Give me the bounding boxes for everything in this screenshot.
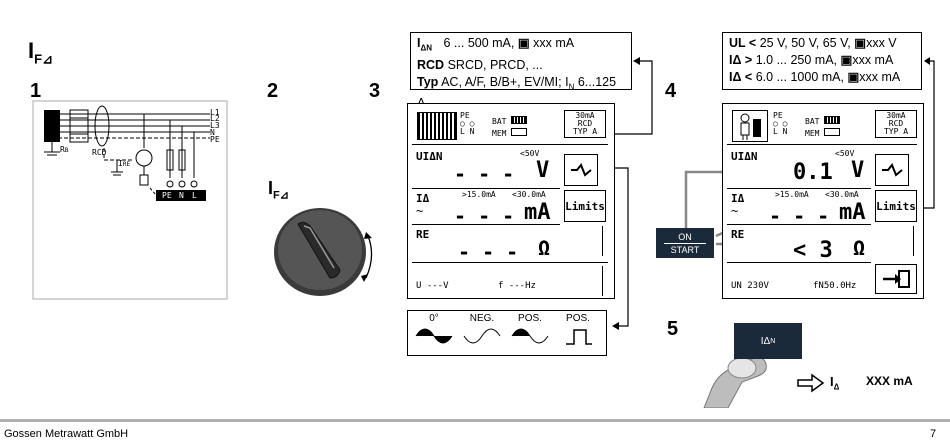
wave-option-pulse[interactable]: POS. xyxy=(556,313,600,353)
pulse-icon xyxy=(566,329,592,345)
bat-indicator-2: BAT xyxy=(805,116,841,126)
re-unit-2: Ω xyxy=(853,236,866,260)
i-min-2: >15.0mA xyxy=(775,190,809,199)
operator-icon xyxy=(740,113,761,140)
limits-button[interactable]: Limits xyxy=(564,190,606,222)
u-unit-2: V xyxy=(851,158,865,183)
i-min: >15.0mA xyxy=(462,190,496,199)
info-box-limits: UL < 25 V, 50 V, 65 V, ▣xxx V IΔ > 1.0 .… xyxy=(722,32,922,90)
wave-select-button[interactable] xyxy=(564,154,598,186)
i-unit: mA xyxy=(524,200,551,225)
memory-icon-3: ▣ xyxy=(840,53,853,67)
frequency-readout: f ---Hz xyxy=(498,281,536,291)
u-label: UIΔN xyxy=(416,150,443,163)
step-1: 1 xyxy=(30,80,42,102)
label-l2: L2 xyxy=(210,114,220,123)
i-label: IΔ xyxy=(416,192,430,205)
result-arrow-icon xyxy=(796,372,826,399)
re-unit: Ω xyxy=(538,236,551,260)
terminal-l: L xyxy=(192,191,197,200)
circuit-schematic xyxy=(32,100,228,300)
label-pe: PE xyxy=(210,135,220,144)
footer-rule xyxy=(0,419,950,422)
wave-option-pos[interactable]: POS. xyxy=(508,313,552,353)
info-box-rcd: IΔN 6 ... 500 mA, ▣ xxx mA RCD SRCD, PRC… xyxy=(410,32,632,110)
nominal-voltage: UN 230V xyxy=(731,281,769,291)
terminal-pe: PE xyxy=(162,191,172,200)
step-2: 2 xyxy=(267,80,279,102)
label-rb: RB xyxy=(60,145,69,155)
rotary-selector[interactable] xyxy=(268,206,380,298)
sine-pos-icon xyxy=(511,328,549,344)
u-label-2: UIΔN xyxy=(731,150,758,163)
waveform-icon-2 xyxy=(882,163,903,177)
mem-indicator-2: MEM xyxy=(805,128,841,138)
wave-option-neg[interactable]: NEG. xyxy=(460,313,504,353)
re-value-2: < 3 xyxy=(793,238,833,263)
knob-label: IF⊿ xyxy=(268,178,289,202)
terminal-n: N xyxy=(179,191,184,200)
label-n: N xyxy=(210,128,215,137)
sine-neg-icon xyxy=(463,328,501,344)
wave-select-button-2[interactable] xyxy=(875,154,909,186)
re-label-2: RE xyxy=(731,228,745,241)
circuit-diagram: L1 L2 L3 N PE RB RCD IRE PE N L xyxy=(32,100,228,300)
u-value: - - - xyxy=(454,162,515,186)
save-arrow-icon xyxy=(883,270,910,288)
memory-icon: ▣ xyxy=(517,36,530,50)
waveform-icon xyxy=(571,163,592,177)
i-wave-2: ~ xyxy=(731,204,739,218)
re-value: - - - xyxy=(458,240,519,264)
i-wave: ~ xyxy=(416,204,424,218)
nominal-frequency: fN50.0Hz xyxy=(813,281,857,291)
page-number: 7 xyxy=(930,428,937,440)
u-value-2: 0.1 xyxy=(793,160,833,185)
mode-title: IF⊿ xyxy=(28,38,53,67)
save-button[interactable] xyxy=(875,264,917,294)
i-max: <30.0mA xyxy=(512,190,546,199)
sine-0deg-icon xyxy=(415,328,453,344)
label-l3: L3 xyxy=(210,121,220,130)
i-max-2: <30.0mA xyxy=(825,190,859,199)
label-ire: IRE xyxy=(118,159,131,169)
label-rcd: RCD xyxy=(92,148,107,157)
pe-ln-indicator: PE○ ○L N xyxy=(460,111,475,136)
memory-icon-4: ▣ xyxy=(847,70,860,84)
pe-ln-indicator-2: PE○ ○L N xyxy=(773,111,788,136)
bat-indicator: BAT xyxy=(492,116,528,126)
wave-option-0deg[interactable]: 0° xyxy=(412,313,456,353)
i-label-2: IΔ xyxy=(731,192,745,205)
person-icon xyxy=(732,110,768,142)
u-limit: <50V xyxy=(520,149,540,158)
u-unit: V xyxy=(536,158,550,183)
step-4: 4 xyxy=(665,80,677,102)
rotary-knob-icon xyxy=(274,208,373,296)
footer-company: Gossen Metrawatt GmbH xyxy=(4,428,129,440)
step-3: 3 xyxy=(369,80,381,102)
voltage-readout: U ---V xyxy=(416,281,449,291)
socket-icon xyxy=(417,112,457,140)
memory-icon-2: ▣ xyxy=(854,36,867,50)
i-unit-2: mA xyxy=(839,200,866,225)
limits-button-2[interactable]: Limits xyxy=(875,190,917,222)
result-value: XXX mA xyxy=(866,374,913,388)
mem-indicator: MEM xyxy=(492,128,528,138)
label-l1: L1 xyxy=(210,108,220,117)
u-limit-2: <50V xyxy=(835,149,855,158)
result-label: IΔ xyxy=(830,374,840,392)
step-5: 5 xyxy=(667,318,679,340)
on-start-button[interactable]: ON START xyxy=(656,228,714,258)
re-label: RE xyxy=(416,228,430,241)
waveform-options: 0° NEG. POS. POS. xyxy=(407,310,607,356)
